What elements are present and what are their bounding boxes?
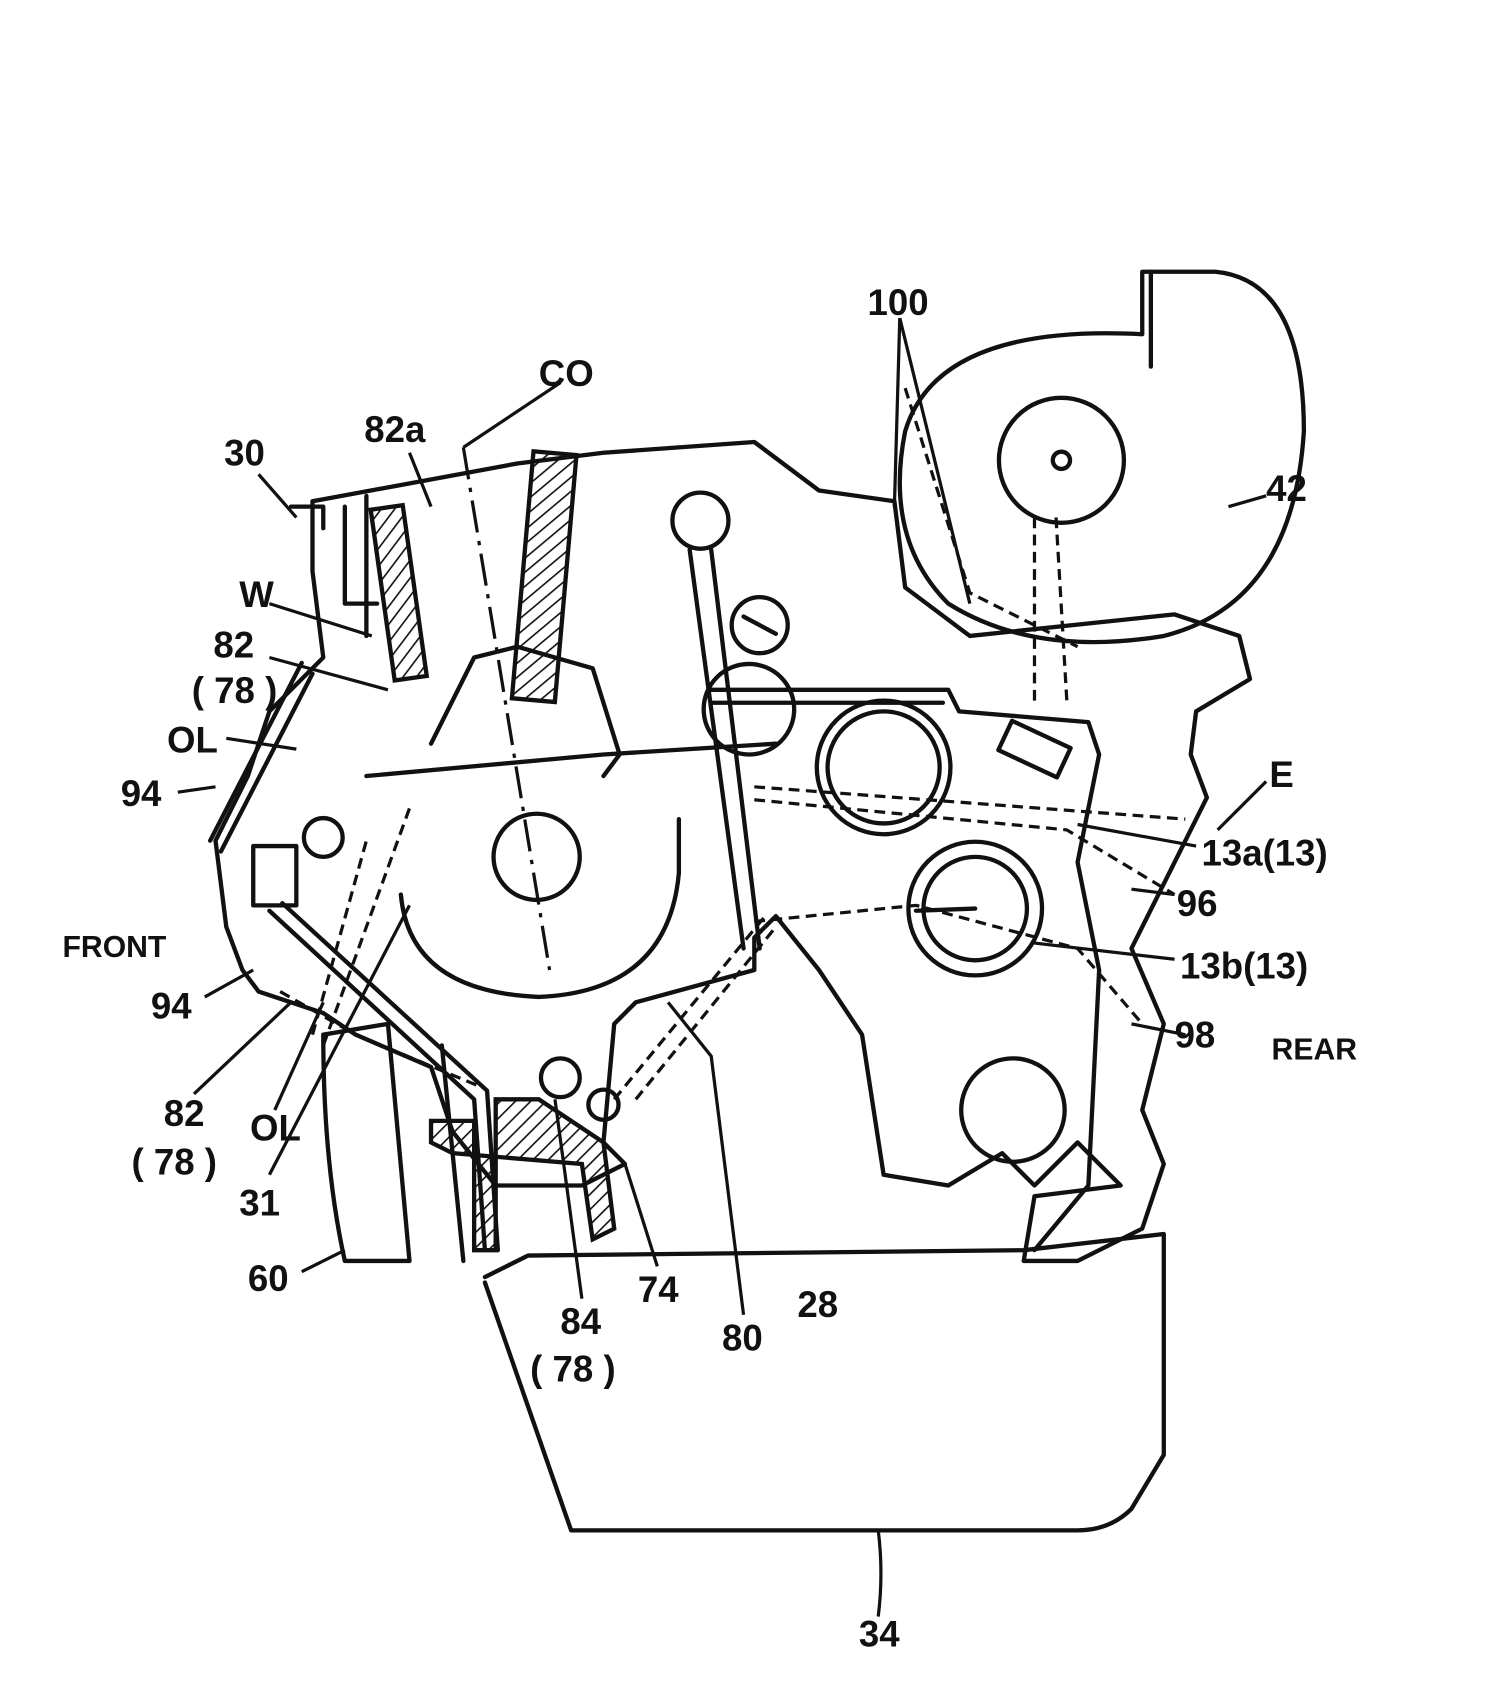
- reference-labels: 100 CO 82a 30 42 W 82 ( 78 ) OL 94 E 13a…: [63, 282, 1358, 1655]
- label-82a: 82a: [364, 409, 426, 450]
- label-74: 74: [638, 1269, 679, 1310]
- oil-passages: [207, 387, 1186, 1253]
- label-34: 34: [859, 1614, 900, 1655]
- label-78-bottom: ( 78 ): [131, 1142, 216, 1183]
- label-co: CO: [539, 353, 594, 394]
- label-94-top: 94: [121, 773, 162, 814]
- engine-block: [213, 439, 1253, 1264]
- label-98: 98: [1175, 1015, 1216, 1056]
- oil-pan-34: [482, 1231, 1166, 1533]
- label-w: W: [239, 574, 274, 615]
- label-82-top: 82: [213, 625, 254, 666]
- label-front: FRONT: [63, 931, 167, 964]
- label-60: 60: [248, 1258, 289, 1299]
- lower-parts: [321, 1021, 621, 1264]
- label-28: 28: [797, 1284, 838, 1325]
- label-ol-top: OL: [167, 719, 218, 760]
- leader-lines: [177, 317, 1268, 1617]
- camshafts: [814, 698, 1067, 1164]
- label-96: 96: [1177, 883, 1218, 924]
- label-80: 80: [722, 1317, 763, 1358]
- label-82-bottom: 82: [164, 1093, 205, 1134]
- label-42: 42: [1266, 468, 1307, 509]
- label-30: 30: [224, 433, 265, 474]
- label-31: 31: [239, 1183, 280, 1224]
- label-e: E: [1269, 754, 1293, 795]
- label-94-bottom: 94: [151, 985, 192, 1026]
- label-13a: 13a(13): [1202, 832, 1328, 873]
- label-ol-bottom: OL: [250, 1107, 301, 1148]
- label-84: 84: [560, 1301, 601, 1342]
- label-78-top: ( 78 ): [192, 670, 277, 711]
- label-13b: 13b(13): [1180, 946, 1308, 987]
- turbocharger-42: [897, 269, 1307, 645]
- label-rear: REAR: [1272, 1033, 1358, 1066]
- label-78-84: ( 78 ): [530, 1349, 615, 1390]
- label-100: 100: [867, 282, 928, 323]
